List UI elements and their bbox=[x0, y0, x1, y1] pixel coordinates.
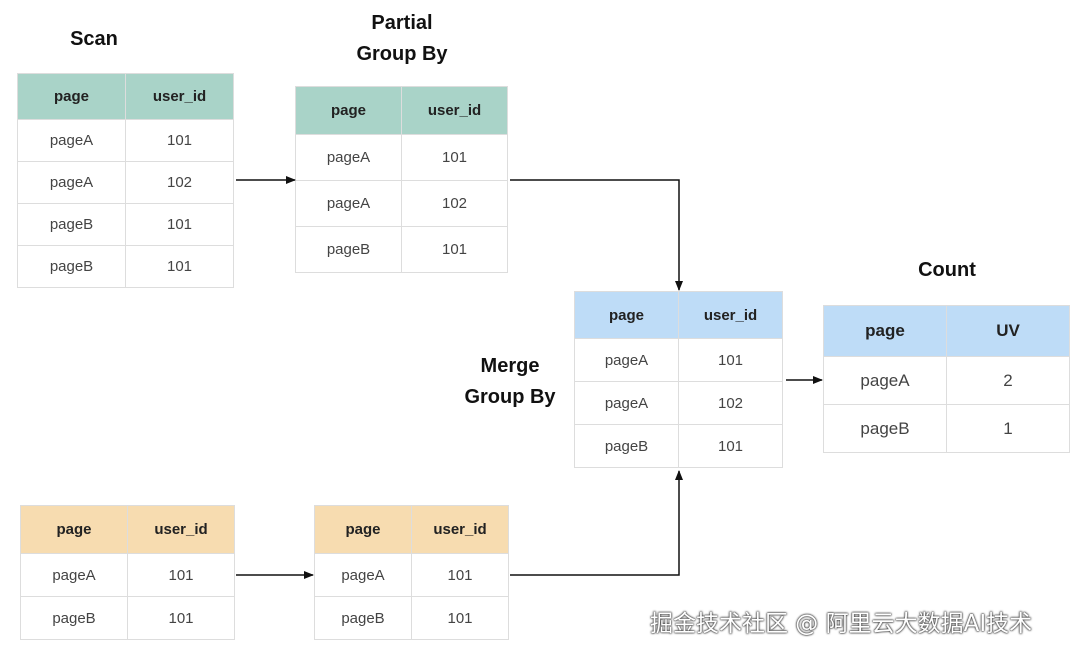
table-cell: pageA bbox=[295, 134, 402, 181]
table-row: pageB 1 bbox=[823, 404, 1070, 453]
table-row: pageA 102 bbox=[574, 381, 783, 425]
table-cell: pageA bbox=[17, 119, 126, 162]
table-header-row: page UV bbox=[823, 305, 1070, 357]
table-cell: 102 bbox=[401, 180, 508, 227]
table-row: pageB 101 bbox=[17, 203, 234, 246]
table-row: pageB 101 bbox=[295, 226, 508, 273]
table-cell: 102 bbox=[125, 161, 234, 204]
count-table: page UV pageA 2 pageB 1 bbox=[823, 305, 1070, 453]
table-cell: pageB bbox=[295, 226, 402, 273]
table-row: pageA 101 bbox=[17, 119, 234, 162]
merge-group-by-table: page user_id pageA 101 pageA 102 pageB 1… bbox=[574, 291, 783, 468]
table-cell: 101 bbox=[401, 134, 508, 181]
table-cell: 101 bbox=[678, 338, 783, 382]
table-cell: pageB bbox=[823, 404, 947, 453]
table-row: pageA 101 bbox=[20, 553, 235, 597]
table-cell: pageA bbox=[574, 381, 679, 425]
table-cell: pageB bbox=[574, 424, 679, 468]
table-row: pageA 101 bbox=[295, 134, 508, 181]
table-header-row: page user_id bbox=[295, 86, 508, 135]
title-scan: Scan bbox=[70, 28, 118, 50]
table-row: pageA 101 bbox=[574, 338, 783, 382]
table-cell: 101 bbox=[678, 424, 783, 468]
table-cell: pageA bbox=[823, 356, 947, 405]
table-cell: 101 bbox=[125, 203, 234, 246]
table-cell: pageB bbox=[314, 596, 412, 640]
table-row: pageA 101 bbox=[314, 553, 509, 597]
column-header: page bbox=[20, 505, 128, 554]
column-header: user_id bbox=[401, 86, 508, 135]
partial-group-by-table: page user_id pageA 101 pageA 102 pageB 1… bbox=[295, 86, 508, 273]
column-header: user_id bbox=[125, 73, 234, 120]
table-header-row: page user_id bbox=[574, 291, 783, 339]
column-header: page bbox=[17, 73, 126, 120]
column-header: user_id bbox=[678, 291, 783, 339]
table-header-row: page user_id bbox=[17, 73, 234, 120]
table-cell: pageB bbox=[17, 245, 126, 288]
table-cell: pageA bbox=[295, 180, 402, 227]
table-row: pageA 2 bbox=[823, 356, 1070, 405]
table-cell: 2 bbox=[946, 356, 1070, 405]
title-merge-group-by: Merge Group By bbox=[464, 355, 556, 408]
table-cell: 1 bbox=[946, 404, 1070, 453]
table-header-row: page user_id bbox=[314, 505, 509, 554]
column-header: UV bbox=[946, 305, 1070, 357]
table-row: pageA 102 bbox=[295, 180, 508, 227]
watermark: 掘金技术社区 @ 阿里云大数据AI技术 bbox=[650, 611, 1033, 637]
table-header-row: page user_id bbox=[20, 505, 235, 554]
table-row: pageA 102 bbox=[17, 161, 234, 204]
table-cell: 101 bbox=[125, 245, 234, 288]
column-header: user_id bbox=[127, 505, 235, 554]
scan-table: page user_id pageA 101 pageA 102 pageB 1… bbox=[17, 73, 234, 288]
arrow-partial-to-merge bbox=[510, 179, 683, 291]
table-cell: 101 bbox=[127, 553, 235, 597]
table-row: pageB 101 bbox=[17, 245, 234, 288]
column-header: page bbox=[574, 291, 679, 339]
table-cell: 101 bbox=[401, 226, 508, 273]
table-row: pageB 101 bbox=[20, 596, 235, 640]
partial-group-by-table-2: page user_id pageA 101 pageB 101 bbox=[314, 505, 509, 640]
table-cell: pageA bbox=[574, 338, 679, 382]
title-count: Count bbox=[918, 259, 976, 281]
table-cell: pageB bbox=[17, 203, 126, 246]
table-cell: pageA bbox=[314, 553, 412, 597]
table-cell: 101 bbox=[411, 596, 509, 640]
table-cell: 101 bbox=[127, 596, 235, 640]
table-cell: 102 bbox=[678, 381, 783, 425]
title-partial-group-by: Partial Group By bbox=[356, 12, 448, 65]
column-header: page bbox=[823, 305, 947, 357]
table-row: pageB 101 bbox=[314, 596, 509, 640]
column-header: page bbox=[295, 86, 402, 135]
arrow-partial2-to-merge bbox=[510, 470, 683, 576]
column-header: page bbox=[314, 505, 412, 554]
scan-table-2: page user_id pageA 101 pageB 101 bbox=[20, 505, 235, 640]
table-row: pageB 101 bbox=[574, 424, 783, 468]
